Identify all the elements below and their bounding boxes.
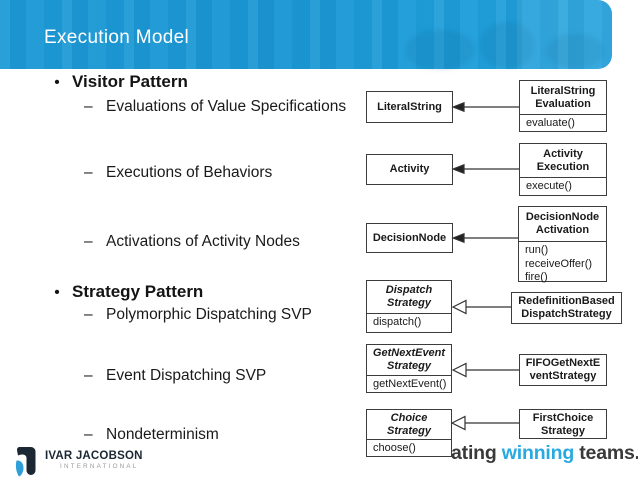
logo-mark-icon [15, 447, 36, 477]
class-fifogetnexteventstrategy: FIFOGetNextE ventStrategy [519, 354, 607, 386]
class-name: Dispatch Strategy [367, 281, 451, 313]
method: choose() [373, 442, 416, 454]
bullet-executions: – Executions of Behaviors [84, 164, 272, 182]
tagline-highlight: winning [501, 442, 575, 464]
class-name-line: Strategy [540, 425, 586, 437]
class-name-line: RedefinitionBased [518, 295, 615, 307]
class-name-line: Activation [535, 224, 590, 236]
logo-text: IVAR JACOBSON INTERNATIONAL [45, 444, 143, 470]
tagline: ating winning teams. [451, 442, 638, 465]
class-methods: run() receiveOffer() fire() [519, 241, 606, 287]
class-decisionnode: DecisionNode [366, 223, 453, 253]
header-decoration [480, 22, 535, 68]
class-name-line: FirstChoice [532, 412, 594, 424]
ivar-jacobson-logo: IVAR JACOBSON INTERNATIONAL [12, 444, 143, 478]
class-name-line: DecisionNode [525, 211, 600, 223]
class-name-line: DispatchStrategy [521, 308, 612, 320]
bullet-visitor-pattern: • Visitor Pattern [42, 72, 188, 92]
class-name: Choice Strategy [367, 410, 451, 439]
bullet-label: Activations of Activity Nodes [106, 233, 300, 250]
class-name: RedefinitionBased DispatchStrategy [512, 293, 621, 323]
bullet-marker: • [54, 74, 60, 91]
class-name-line: Strategy [386, 297, 432, 309]
class-name-line: Evaluation [535, 97, 591, 110]
bullet-activations: – Activations of Activity Nodes [84, 233, 300, 251]
method: fire() [525, 271, 548, 283]
class-methods: evaluate() [520, 114, 606, 133]
class-redefinitionbased-dispatchstrategy: RedefinitionBased DispatchStrategy [511, 292, 622, 324]
method: run() [525, 244, 549, 256]
bullet-polymorphic: – Polymorphic Dispatching SVP [84, 306, 312, 324]
class-literalstring-evaluation: LiteralString Evaluation evaluate() [519, 80, 607, 132]
logo-name: IVAR JACOBSON [45, 450, 143, 462]
class-methods: choose() [367, 439, 451, 458]
header-decoration [517, 0, 612, 69]
class-dispatch-strategy: Dispatch Strategy dispatch() [366, 280, 452, 333]
class-methods: dispatch() [367, 313, 451, 332]
class-name: Activity [389, 163, 430, 175]
class-name-line: Dispatch [385, 284, 433, 296]
method: getNextEvent() [373, 378, 447, 390]
class-name-line: ventStrategy [529, 370, 597, 382]
bullet-label: Event Dispatching SVP [106, 367, 267, 384]
class-name-line: Execution [536, 160, 590, 173]
class-choice-strategy: Choice Strategy choose() [366, 409, 452, 457]
association-arrow [451, 101, 519, 244]
method: execute() [526, 180, 572, 192]
class-name-line: GetNextEvent [372, 347, 446, 359]
class-name: Activity Execution [520, 144, 606, 177]
class-literalstring: LiteralString [366, 91, 453, 123]
dash-marker: – [84, 306, 93, 323]
class-activity: Activity [366, 154, 453, 185]
bullet-evaluations: – Evaluations of Value Specifications [84, 98, 346, 116]
dash-marker: – [84, 164, 93, 181]
logo-subtitle: INTERNATIONAL [60, 463, 139, 470]
dash-marker: – [84, 98, 93, 115]
bullet-label: Nondeterminism [106, 426, 219, 443]
tagline-text: teams. [574, 442, 638, 464]
class-firstchoice-strategy: FirstChoice Strategy [519, 409, 607, 439]
bullet-event-dispatching: – Event Dispatching SVP [84, 367, 266, 385]
class-name: LiteralString [377, 100, 442, 113]
page-title: Execution Model [44, 27, 189, 48]
class-name-line: FIFOGetNextE [525, 357, 601, 369]
class-name-line: LiteralString [530, 84, 596, 97]
bullet-label: Polymorphic Dispatching SVP [106, 306, 312, 323]
method: evaluate() [526, 117, 575, 129]
class-name-line: Activity [543, 147, 583, 160]
dash-marker: – [84, 426, 93, 443]
slide-header [0, 0, 612, 70]
generalization-arrow [450, 299, 519, 431]
tagline-text: ating [451, 442, 502, 464]
dash-marker: – [84, 233, 93, 250]
bullet-strategy-pattern: • Strategy Pattern [42, 282, 203, 302]
class-name-line: Strategy [386, 360, 432, 372]
bullet-label: Executions of Behaviors [106, 164, 273, 181]
class-activity-execution: Activity Execution execute() [519, 143, 607, 196]
class-methods: execute() [520, 177, 606, 196]
bullet-label: Evaluations of Value Specifications [106, 98, 347, 115]
bullet-nondeterminism: – Nondeterminism [84, 426, 219, 444]
class-name-line: Choice [390, 411, 428, 424]
header-decoration [545, 34, 605, 68]
bullet-label: Visitor Pattern [72, 72, 188, 91]
bullet-label: Strategy Pattern [72, 282, 204, 301]
class-name: DecisionNode Activation [519, 207, 606, 241]
bullet-marker: • [54, 284, 60, 301]
method: dispatch() [373, 316, 422, 328]
class-decisionnode-activation: DecisionNode Activation run() receiveOff… [518, 206, 607, 283]
header-decoration [405, 30, 475, 70]
class-name: DecisionNode [372, 231, 447, 244]
class-name: LiteralString Evaluation [520, 81, 606, 114]
class-getnextevent-strategy: GetNextEvent Strategy getNextEvent() [366, 344, 452, 393]
class-name-line: Strategy [386, 424, 432, 437]
class-methods: getNextEvent() [367, 375, 451, 394]
class-name: FIFOGetNextE ventStrategy [520, 355, 606, 385]
dash-marker: – [84, 367, 93, 384]
class-name: GetNextEvent Strategy [367, 345, 451, 375]
class-name: FirstChoice Strategy [520, 410, 606, 440]
method: receiveOffer() [525, 257, 593, 270]
